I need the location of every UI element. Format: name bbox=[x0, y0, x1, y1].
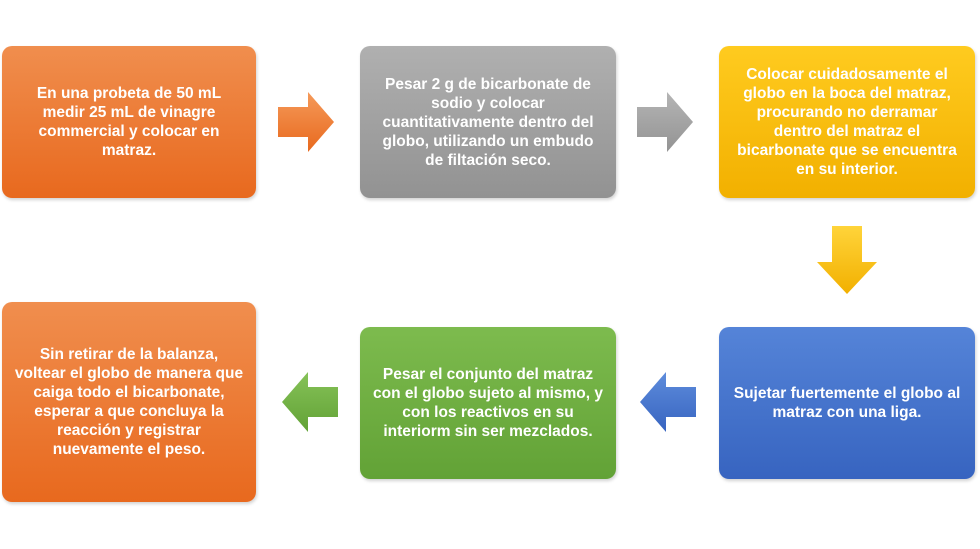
arrow-left-icon bbox=[640, 372, 696, 432]
step-5-text: Pesar el conjunto del matraz con el glob… bbox=[373, 366, 603, 440]
step-1-box: En una probeta de 50 mL medir 25 mL de v… bbox=[2, 46, 256, 198]
step-4-box: Sujetar fuertemente el globo al matraz c… bbox=[719, 327, 975, 479]
step-5-box: Pesar el conjunto del matraz con el glob… bbox=[360, 327, 616, 479]
arrow-right-icon bbox=[278, 92, 334, 152]
arrow-left-icon bbox=[282, 372, 338, 432]
step-1-text: En una probeta de 50 mL medir 25 mL de v… bbox=[36, 85, 222, 159]
step-2-text: Pesar 2 g de bicarbonate de sodio y colo… bbox=[382, 75, 594, 169]
arrow-down-icon bbox=[817, 226, 877, 294]
step-3-text: Colocar cuidadosamente el globo en la bo… bbox=[737, 66, 957, 178]
step-6-box: Sin retirar de la balanza, voltear el gl… bbox=[2, 302, 256, 502]
step-3-box: Colocar cuidadosamente el globo en la bo… bbox=[719, 46, 975, 198]
step-2-box: Pesar 2 g de bicarbonate de sodio y colo… bbox=[360, 46, 616, 198]
arrow-right-icon bbox=[637, 92, 693, 152]
step-4-text: Sujetar fuertemente el globo al matraz c… bbox=[733, 385, 961, 421]
step-6-text: Sin retirar de la balanza, voltear el gl… bbox=[14, 346, 244, 458]
